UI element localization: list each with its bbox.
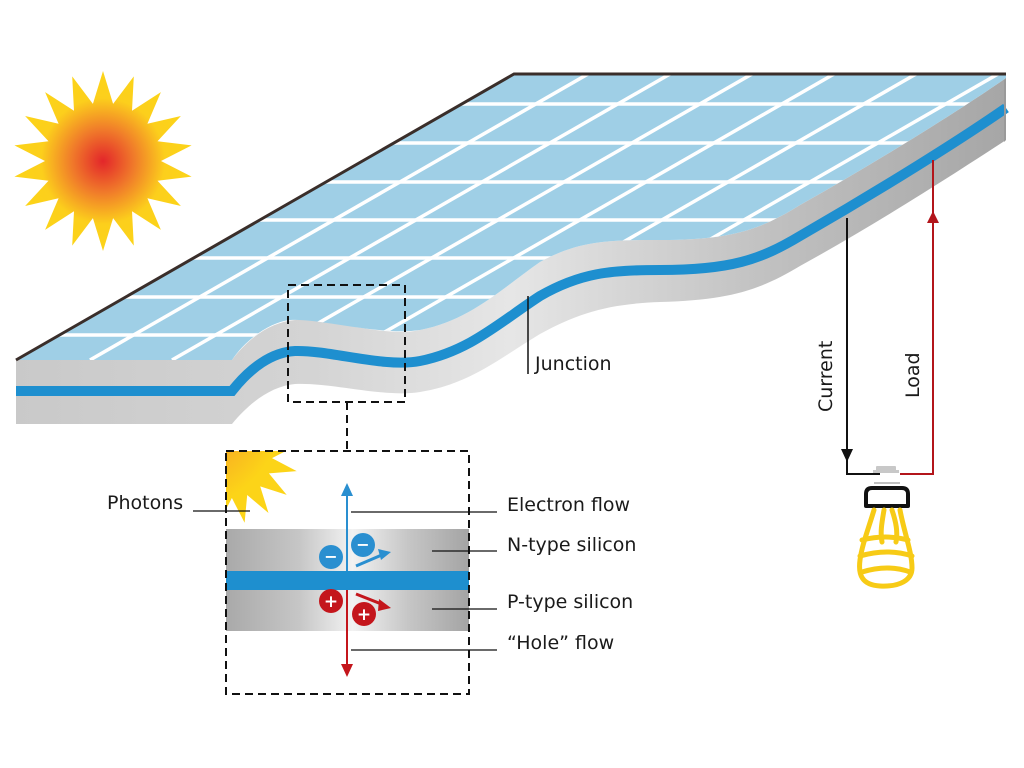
electron-drift-arrow xyxy=(355,552,385,568)
electron-flow-label: Electron flow xyxy=(507,494,630,516)
current-wire xyxy=(846,218,880,475)
sun-rays xyxy=(14,71,192,251)
electron-drift-arrowhead-icon xyxy=(378,549,391,560)
external-circuit: Current Load xyxy=(815,160,939,475)
photon-sun-icon xyxy=(226,451,297,523)
hole-charge: + xyxy=(319,589,343,613)
n-type-label: N-type silicon xyxy=(507,534,636,556)
hole-drift-arrowhead-icon xyxy=(378,599,391,611)
grid-column-line xyxy=(991,74,1006,360)
light-bulb-icon xyxy=(857,466,915,589)
pn-junction-layer xyxy=(226,571,469,590)
detail-frame xyxy=(225,450,470,695)
current-arrow-icon xyxy=(841,449,853,462)
photon-sun-rays xyxy=(226,451,297,523)
panel-back-edge xyxy=(15,72,1006,362)
svg-text:+: + xyxy=(324,592,338,612)
panel-end-face xyxy=(1004,78,1006,142)
panel-top-face xyxy=(16,74,1006,360)
svg-text:−: − xyxy=(356,535,369,554)
electron-arrowhead-icon xyxy=(341,483,353,496)
junction-layer xyxy=(16,103,1009,396)
p-type-label: P-type silicon xyxy=(507,591,633,613)
load-arrow-icon xyxy=(927,211,939,223)
current-label: Current xyxy=(815,341,837,412)
solar-panel xyxy=(15,72,1009,424)
photons-label: Photons xyxy=(107,492,183,514)
sun-icon xyxy=(14,71,192,251)
hole-flow-label: “Hole” flow xyxy=(507,632,614,654)
grid-column-line xyxy=(89,74,718,360)
svg-text:+: + xyxy=(357,605,371,625)
hole-charge: + xyxy=(352,602,376,626)
load-wire xyxy=(900,160,934,475)
panel-side-face xyxy=(16,78,1006,424)
cell-detail-inset: − − + + xyxy=(225,450,470,695)
grid-column-line xyxy=(253,74,882,360)
svg-text:−: − xyxy=(324,547,337,566)
load-label: Load xyxy=(902,352,924,398)
grid-column-line xyxy=(335,74,964,360)
grid-column-line xyxy=(171,74,800,360)
hole-arrowhead-icon xyxy=(341,664,353,677)
electron-charge: − xyxy=(319,545,343,569)
junction-label: Junction xyxy=(534,353,612,375)
electron-charge: − xyxy=(351,533,375,557)
